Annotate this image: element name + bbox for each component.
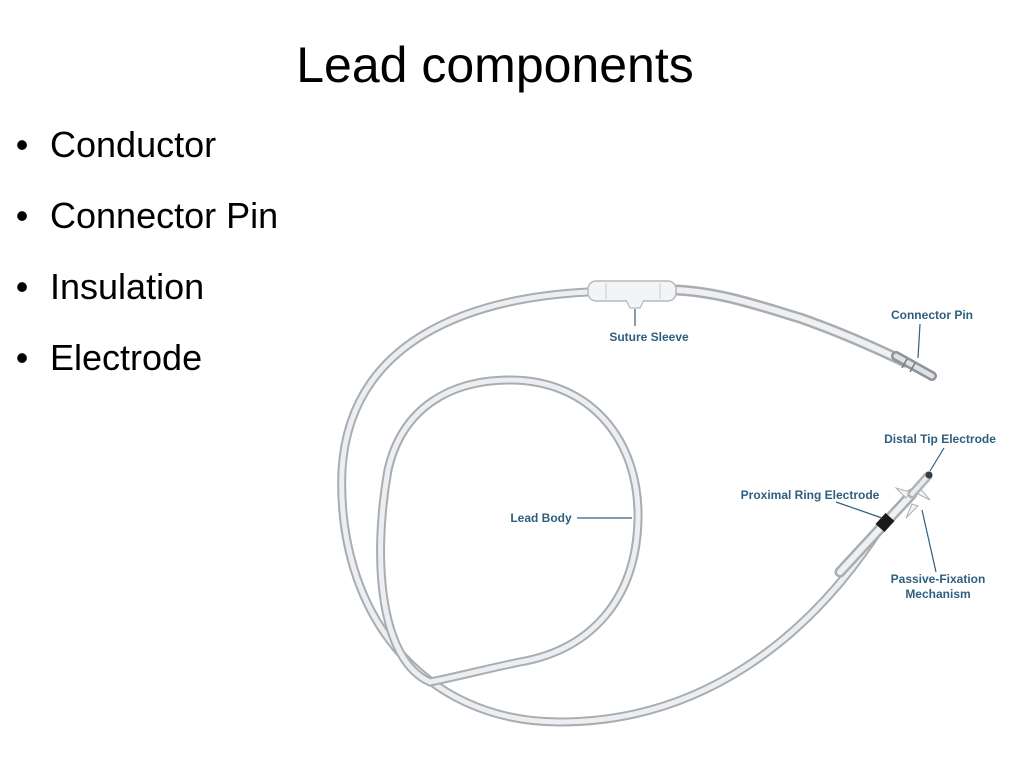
label-passive-fixation-line2: Mechanism [905, 587, 970, 601]
slide-title: Lead components [296, 37, 694, 93]
bullet-marker: • [15, 266, 29, 307]
leader-lines [577, 309, 945, 573]
label-connector-pin: Connector Pin [891, 308, 973, 322]
lead-body-inner-loop [376, 375, 643, 687]
leader-line-connector-pin [917, 323, 921, 359]
lead-body-outer-loop [337, 287, 889, 727]
connector-pin [891, 351, 937, 381]
suture-sleeve [587, 280, 677, 309]
bullet-marker: • [15, 337, 29, 378]
proximal-ring-electrode [875, 512, 895, 533]
label-distal-tip-electrode: Distal Tip Electrode [884, 432, 996, 446]
lead-distal-segment [834, 488, 918, 578]
leader-line-distal-tip [929, 447, 945, 472]
distal-tip-electrode [907, 471, 933, 499]
bullet-list: • Conductor • Connector Pin • Insulation… [10, 118, 278, 402]
bullet-text: Electrode [50, 337, 203, 378]
bullet-marker: • [15, 195, 29, 236]
lead-connector-segment [670, 284, 911, 368]
bullet-text: Connector Pin [50, 195, 279, 236]
label-proximal-ring-electrode: Proximal Ring Electrode [741, 488, 880, 502]
bullet-text: Conductor [50, 124, 217, 165]
label-lead-body: Lead Body [510, 511, 572, 525]
leader-line-passive-fixation [921, 509, 937, 573]
bullet-item: • Connector Pin [10, 189, 278, 260]
bullet-text: Insulation [50, 266, 205, 307]
label-suture-sleeve: Suture Sleeve [609, 330, 689, 344]
bullet-item: • Insulation [10, 260, 278, 331]
label-passive-fixation-line1: Passive-Fixation [891, 572, 986, 586]
bullet-marker: • [15, 124, 29, 165]
leader-line-proximal-ring [835, 501, 883, 519]
bullet-item: • Electrode [10, 331, 278, 402]
bullet-item: • Conductor [10, 118, 278, 189]
